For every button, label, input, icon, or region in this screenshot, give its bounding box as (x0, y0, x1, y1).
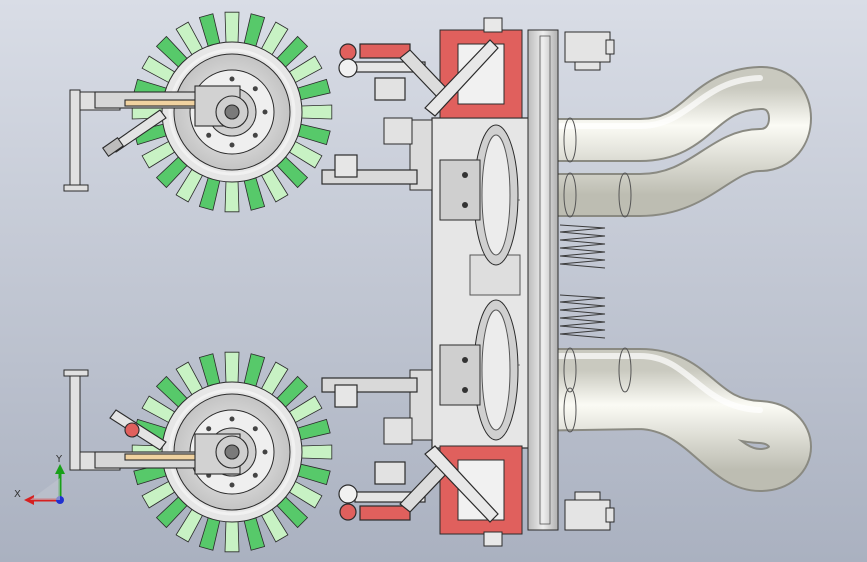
wheel-bolt (229, 416, 235, 422)
brush-bristles (559, 224, 606, 339)
wheel-bolt (262, 449, 268, 455)
brush-blade (224, 11, 240, 47)
wheel-bolt (229, 142, 235, 148)
wheel-bolt (252, 426, 258, 432)
tool-arm-bottom (94, 409, 249, 475)
tool-arm-top (94, 85, 249, 158)
brush-blade (224, 351, 240, 387)
wheel-bolt (252, 472, 258, 478)
axis-y-label: Y (55, 454, 63, 465)
brush-wheel-top (131, 11, 333, 213)
wheel-bolt (206, 132, 212, 138)
wheel-bolt (206, 426, 212, 432)
pipe-joints (563, 117, 632, 433)
exhaust-pipe-lower (498, 348, 812, 493)
drum-lower (439, 299, 519, 441)
clamp-blocks (564, 31, 615, 531)
brush-blade (224, 517, 240, 553)
linkage-top (321, 39, 499, 185)
exhaust-pipe-upper (498, 66, 812, 217)
brush-blade (224, 177, 240, 213)
brush-blade (297, 104, 333, 120)
wheel-bolt (229, 482, 235, 488)
brush-blade (297, 444, 333, 460)
axis-triad: X Y (14, 454, 65, 505)
axis-x-label: X (14, 489, 21, 500)
wheel-bolt (262, 109, 268, 115)
wheel-bolt (252, 132, 258, 138)
drum-upper (439, 124, 519, 266)
wheel-bolt (252, 86, 258, 92)
linkage-bottom (321, 377, 499, 523)
wheel-guard (168, 48, 296, 176)
wheel-bolt (229, 76, 235, 82)
